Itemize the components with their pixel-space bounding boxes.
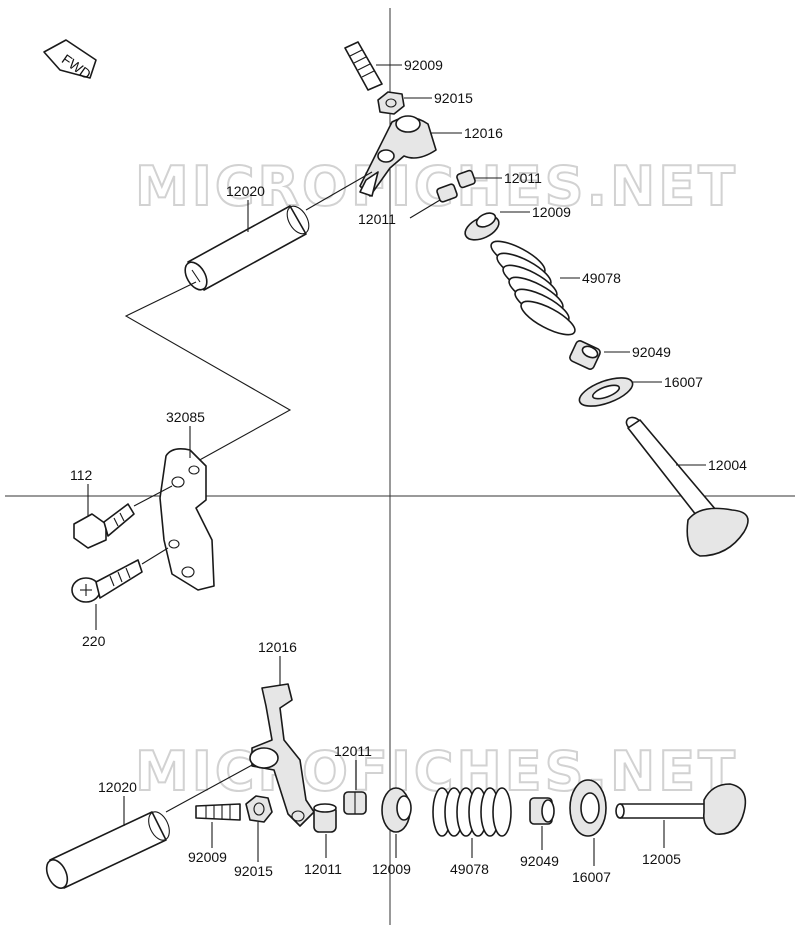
lower-label-12005: 12005 xyxy=(642,851,681,867)
bolt-icon xyxy=(73,503,135,549)
valve-spring-icon xyxy=(490,240,576,336)
upper-label-92009: 92009 xyxy=(404,57,443,73)
lower-spring-seat-icon xyxy=(569,779,607,837)
upper-label-220: 220 xyxy=(82,633,106,649)
upper-label-12016: 12016 xyxy=(464,125,503,141)
connector-line xyxy=(124,281,292,463)
bracket-icon xyxy=(159,448,215,591)
upper-label-32085: 32085 xyxy=(166,409,205,425)
lower-label-12011-top: 12011 xyxy=(334,743,372,759)
lower-label-92049: 92049 xyxy=(520,853,559,869)
lower-label-92015: 92015 xyxy=(234,863,273,879)
upper-label-12011-b: 12011 xyxy=(358,211,396,227)
retainer-pin-icon xyxy=(344,41,383,91)
upper-label-112: 112 xyxy=(70,467,93,483)
lower-label-92009: 92009 xyxy=(188,849,227,865)
lower-label-16007: 16007 xyxy=(572,869,611,885)
lower-nut-icon xyxy=(245,795,273,823)
lower-retainer-pin-icon xyxy=(195,803,241,821)
watermark-bottom: MICROFICHES.NET xyxy=(135,740,738,803)
lower-label-12009: 12009 xyxy=(372,861,411,877)
lower-label-12020: 12020 xyxy=(98,779,137,795)
upper-label-12009: 12009 xyxy=(532,204,571,220)
lower-rocker-arm-icon xyxy=(249,683,315,827)
valve-icon xyxy=(625,416,749,557)
lower-label-12016: 12016 xyxy=(258,639,297,655)
watermark-top: MICROFICHES.NET xyxy=(135,155,738,218)
lower-valve-icon xyxy=(615,783,747,835)
lower-valve-spring-icon xyxy=(432,787,512,837)
upper-label-16007: 16007 xyxy=(664,374,703,390)
valve-seal-icon xyxy=(569,340,601,370)
upper-label-49078: 49078 xyxy=(582,270,621,286)
lower-label-49078: 49078 xyxy=(450,861,489,877)
lower-rocker-shaft-icon xyxy=(45,811,170,889)
upper-label-12020: 12020 xyxy=(226,183,265,199)
screw-icon xyxy=(71,559,143,603)
lower-label-12011-bottom: 12011 xyxy=(304,861,342,877)
upper-label-12004: 12004 xyxy=(708,457,747,473)
fwd-arrow-icon: FWD xyxy=(43,39,97,82)
upper-label-12011-a: 12011 xyxy=(504,170,542,186)
nut-icon xyxy=(377,91,405,115)
cotter-icon xyxy=(436,169,476,203)
rocker-shaft-icon xyxy=(184,205,310,291)
rocker-arm-icon xyxy=(359,115,437,197)
lower-cotter-bottom-icon xyxy=(313,803,337,833)
upper-label-92049: 92049 xyxy=(632,344,671,360)
lower-valve-seal-icon xyxy=(529,797,555,825)
upper-label-92015: 92015 xyxy=(434,90,473,106)
lower-spring-retainer-icon xyxy=(381,787,412,833)
spring-seat-icon xyxy=(578,377,634,407)
spring-retainer-icon xyxy=(464,212,500,241)
lower-cotter-top-icon xyxy=(343,791,367,815)
